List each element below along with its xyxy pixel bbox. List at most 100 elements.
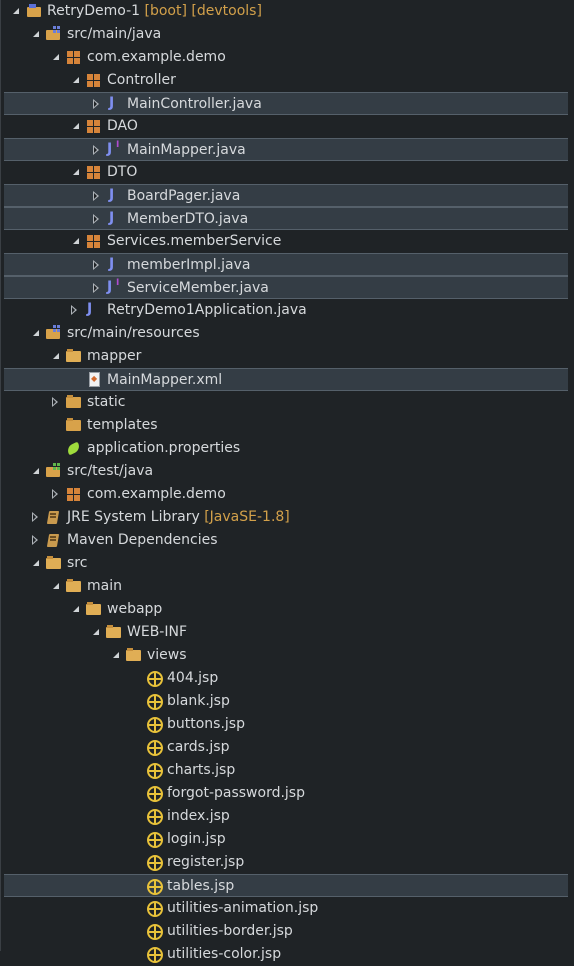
tree-item-main-mapper-java[interactable]: MainMapper.java	[4, 138, 568, 161]
tree-label: DAO	[107, 118, 138, 134]
tree-item-folder-main[interactable]: main	[1, 575, 574, 598]
jsp-file-icon	[146, 739, 163, 756]
tree-item-jsp[interactable]: 404.jsp	[1, 667, 574, 690]
tree-item-board-pager[interactable]: BoardPager.java	[4, 184, 568, 207]
folder-icon	[66, 394, 82, 410]
expanded-arrow-icon[interactable]	[71, 115, 83, 138]
tree-item-folder-views[interactable]: views	[1, 644, 574, 667]
folder-open-icon	[126, 647, 142, 663]
collapsed-arrow-icon[interactable]	[90, 185, 102, 208]
tree-item-jre-library[interactable]: JRE System Library [JavaSE-1.8]	[1, 506, 574, 529]
expanded-arrow-icon[interactable]	[71, 230, 83, 253]
expanded-arrow-icon[interactable]	[111, 644, 123, 667]
tree-label: memberImpl.java	[127, 257, 251, 273]
tree-item-package-controller[interactable]: Controller	[1, 69, 574, 92]
tree-item-folder-mapper[interactable]: mapper	[1, 345, 574, 368]
tree-item-maven-dependencies[interactable]: Maven Dependencies	[1, 529, 574, 552]
tree-item-jsp[interactable]: buttons.jsp	[1, 713, 574, 736]
tree-item-folder-static[interactable]: static	[1, 391, 574, 414]
expanded-arrow-icon[interactable]	[71, 161, 83, 184]
collapsed-arrow-icon[interactable]	[49, 483, 61, 506]
tree-item-jsp[interactable]: utilities-animation.jsp	[1, 897, 574, 920]
tree-item-package-dto[interactable]: DTO	[1, 161, 574, 184]
tree-item-jsp[interactable]: index.jsp	[1, 805, 574, 828]
tree-item-src-main-java[interactable]: src/main/java	[1, 23, 574, 46]
collapsed-arrow-icon[interactable]	[49, 391, 61, 414]
test-source-folder-icon	[46, 463, 62, 479]
expanded-arrow-icon[interactable]	[31, 322, 43, 345]
collapsed-arrow-icon[interactable]	[90, 254, 102, 277]
tree-item-test-package-demo[interactable]: com.example.demo	[1, 483, 574, 506]
tree-item-src-test-java[interactable]: src/test/java	[1, 460, 574, 483]
package-icon	[66, 486, 82, 502]
package-icon	[86, 72, 102, 88]
tree-item-jsp-selected[interactable]: tables.jsp	[4, 874, 568, 897]
tree-item-folder-web-inf[interactable]: WEB-INF	[1, 621, 574, 644]
jsp-file-icon	[146, 854, 163, 871]
collapsed-arrow-icon[interactable]	[90, 277, 102, 300]
xml-file-icon	[87, 372, 103, 388]
expanded-arrow-icon[interactable]	[71, 598, 83, 621]
tree-item-jsp[interactable]: utilities-color.jsp	[1, 943, 574, 966]
expanded-arrow-icon[interactable]	[51, 46, 63, 69]
tree-item-folder-src[interactable]: src	[1, 552, 574, 575]
folder-icon	[66, 417, 82, 433]
tree-label: login.jsp	[167, 831, 226, 847]
collapsed-arrow-icon[interactable]	[68, 299, 80, 322]
folder-open-icon	[86, 601, 102, 617]
tree-label: MainController.java	[127, 96, 262, 112]
tree-item-package-dao[interactable]: DAO	[1, 115, 574, 138]
tree-label: ServiceMember.java	[127, 280, 269, 296]
collapsed-arrow-icon[interactable]	[90, 208, 102, 231]
package-icon	[66, 49, 82, 65]
jsp-file-icon	[146, 762, 163, 779]
tree-item-service-member[interactable]: ServiceMember.java	[4, 276, 568, 299]
tree-item-src-main-resources[interactable]: src/main/resources	[1, 322, 574, 345]
tree-item-jsp[interactable]: charts.jsp	[1, 759, 574, 782]
tree-label: charts.jsp	[167, 762, 236, 778]
tree-item-jsp[interactable]: utilities-border.jsp	[1, 920, 574, 943]
tree-item-jsp[interactable]: register.jsp	[1, 851, 574, 874]
java-class-icon	[106, 95, 122, 112]
tree-item-package-demo[interactable]: com.example.demo	[1, 46, 574, 69]
jsp-file-icon	[146, 670, 163, 687]
tree-item-jsp[interactable]: cards.jsp	[1, 736, 574, 759]
jsp-file-icon	[146, 808, 163, 825]
tree-label: utilities-border.jsp	[167, 923, 293, 939]
tree-item-member-impl[interactable]: memberImpl.java	[4, 253, 568, 276]
expanded-arrow-icon[interactable]	[11, 0, 23, 23]
tree-item-project[interactable]: RetryDemo-1 [boot] [devtools]	[1, 0, 574, 23]
tree-item-main-mapper-xml[interactable]: MainMapper.xml	[4, 368, 568, 391]
tree-label: main	[87, 578, 122, 594]
tree-label: views	[147, 647, 187, 663]
tree-label: application.properties	[87, 440, 241, 456]
expanded-arrow-icon[interactable]	[31, 23, 43, 46]
tree-item-jsp[interactable]: login.jsp	[1, 828, 574, 851]
tree-item-folder-webapp[interactable]: webapp	[1, 598, 574, 621]
tree-item-member-dto[interactable]: MemberDTO.java	[4, 207, 568, 230]
collapsed-arrow-icon[interactable]	[90, 139, 102, 162]
tree-item-jsp[interactable]: forgot-password.jsp	[1, 782, 574, 805]
tree-item-application-class[interactable]: RetryDemo1Application.java	[1, 299, 574, 322]
expanded-arrow-icon[interactable]	[91, 621, 103, 644]
expanded-arrow-icon[interactable]	[51, 575, 63, 598]
jsp-file-icon	[146, 716, 163, 733]
expanded-arrow-icon[interactable]	[31, 460, 43, 483]
expanded-arrow-icon[interactable]	[31, 552, 43, 575]
expanded-arrow-icon[interactable]	[71, 69, 83, 92]
tree-label: src/main/java	[67, 26, 162, 42]
expanded-arrow-icon[interactable]	[51, 345, 63, 368]
collapsed-arrow-icon[interactable]	[90, 93, 102, 116]
tree-item-application-properties[interactable]: application.properties	[1, 437, 574, 460]
library-icon	[46, 532, 62, 548]
tree-item-jsp[interactable]: blank.jsp	[1, 690, 574, 713]
tree-item-package-services[interactable]: Services.memberService	[1, 230, 574, 253]
tree-item-folder-templates[interactable]: templates	[1, 414, 574, 437]
collapsed-arrow-icon[interactable]	[29, 529, 41, 552]
jre-decoration: [JavaSE-1.8]	[204, 509, 290, 525]
collapsed-arrow-icon[interactable]	[29, 506, 41, 529]
tree-label: webapp	[107, 601, 163, 617]
tree-label: BoardPager.java	[127, 188, 241, 204]
tree-item-main-controller[interactable]: MainController.java	[4, 92, 568, 115]
package-icon	[86, 118, 102, 134]
